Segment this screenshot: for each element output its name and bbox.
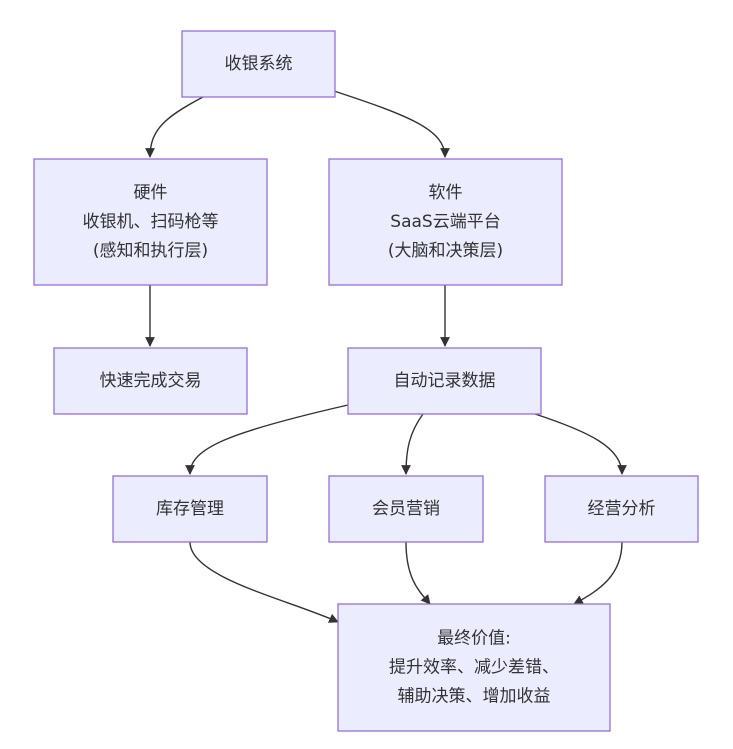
node-box [328,158,563,286]
node-record: 自动记录数据 [347,347,542,415]
node-analysis: 经营分析 [544,475,699,543]
node-member: 会员营销 [328,475,484,543]
edge-record-inv [185,404,349,475]
node-label-line: 提升效率、减少差错、 [389,658,559,678]
node-label-line: 辅助决策、增加收益 [398,687,551,707]
edge-inv-value [189,541,339,623]
edge-arrow [573,541,623,605]
edge-member-value [405,541,431,605]
node-label-line: (感知和执行层) [93,241,208,261]
node-box [33,158,268,286]
node-label-line: 快速完成交易 [100,371,202,391]
node-label-line: 自动记录数据 [394,371,496,391]
node-label-line: SaaS云端平台 [390,212,500,232]
edge-record-analysis [534,413,627,475]
node-trade: 快速完成交易 [53,347,248,415]
node-label-line: 最终价值: [437,629,511,649]
node-box [181,30,336,98]
node-box [337,603,611,732]
edges-layer [145,90,627,623]
edge-arrow [145,96,204,158]
node-value: 最终价值: 提升效率、减少差错、辅助决策、增加收益 [337,603,611,732]
node-label-line: 收银系统 [225,54,293,74]
edge-arrow [401,413,424,475]
node-label-line: 软件 [429,183,463,203]
edge-record-member [401,413,424,475]
node-label-line: 硬件 [134,183,168,203]
node-label-line: 经营分析 [588,499,656,519]
node-box [347,347,542,415]
node-label-line: 会员营销 [372,499,440,519]
node-pos: 收银系统 [181,30,336,98]
edge-pos-hw [145,96,204,158]
node-box [544,475,699,543]
edge-pos-sw [333,90,450,158]
node-label-line: 库存管理 [156,499,224,519]
edge-arrow [189,541,339,623]
node-label-line: (大脑和决策层) [388,241,503,261]
node-box [328,475,484,543]
edge-analysis-value [573,541,623,605]
edge-arrow [333,90,450,158]
node-box [53,347,248,415]
node-label-line: 收银机、扫码枪等 [83,212,219,232]
node-inv: 库存管理 [112,475,268,543]
node-sw: 软件 SaaS云端平台 (大脑和决策层) [328,158,563,286]
node-box [112,475,268,543]
edge-arrow [534,413,627,475]
edge-arrow [185,404,349,475]
edge-arrow [405,541,431,605]
